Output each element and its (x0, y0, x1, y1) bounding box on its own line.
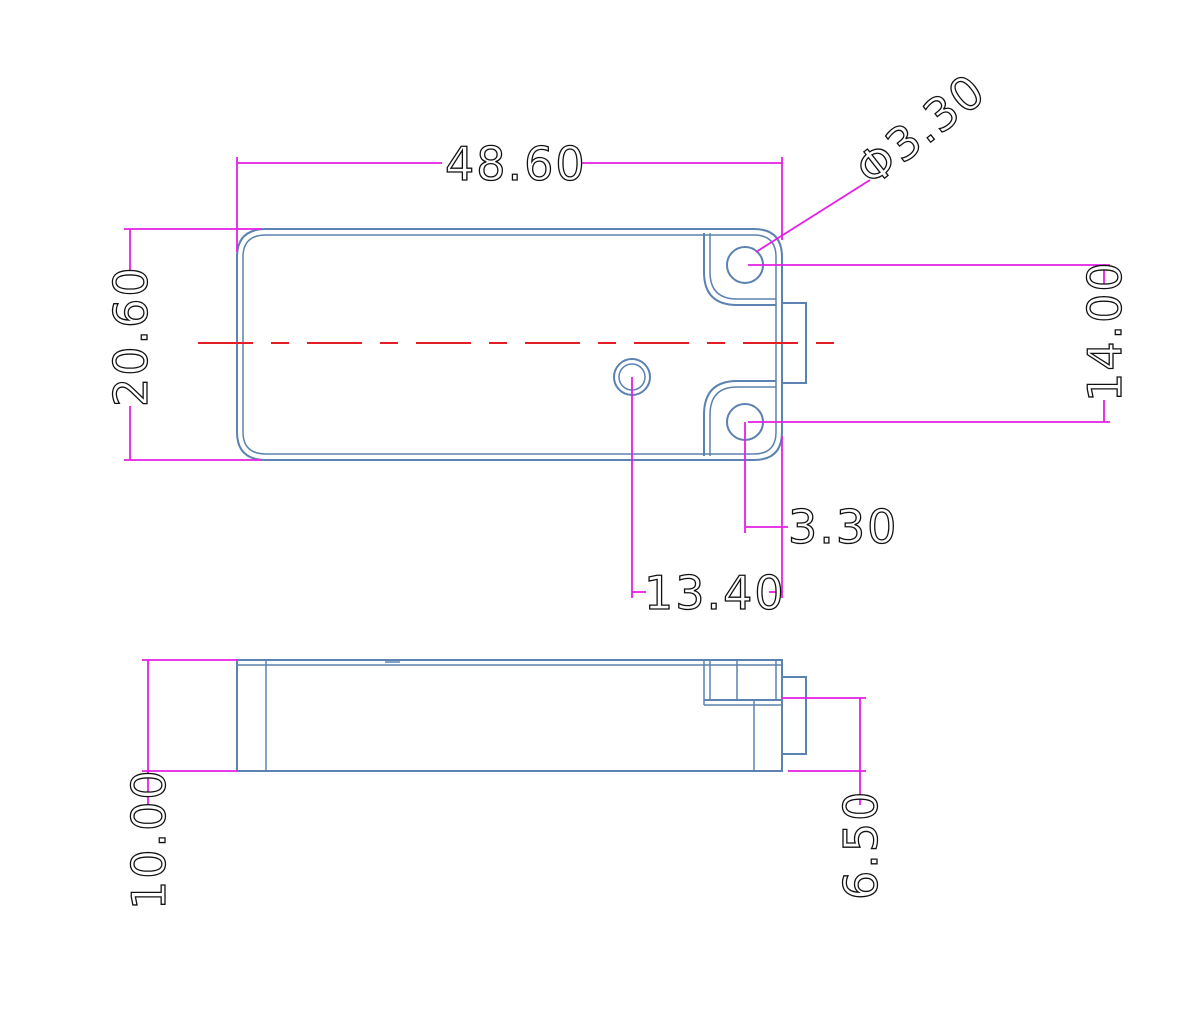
dim-hole-dia-leader (755, 179, 871, 253)
upper-tab-pocket-inner (709, 233, 776, 300)
dim-offset-label: 3.30 (788, 500, 898, 554)
body-outline-outer (236, 228, 783, 461)
dim-center-label: 13.40 (644, 566, 786, 620)
dim-width-label: 20.60 (104, 265, 158, 407)
upper-tab-pocket (703, 233, 776, 306)
dim-spacing-label: 14.00 (1078, 260, 1132, 402)
top-view-dimensions: 48.60 20.60 Φ3.30 14.00 3.30 13.40 (103, 62, 1132, 621)
side-view (236, 659, 807, 772)
dim-length-label: 48.60 (445, 137, 587, 191)
body-outline-inner (242, 234, 777, 455)
dim-boss-label: 6.50 (834, 790, 888, 900)
dim-height-label: 10.00 (122, 768, 176, 910)
top-view (198, 228, 838, 461)
lower-tab-pocket-inner (709, 386, 776, 456)
side-view-dimensions: 10.00 6.50 (121, 659, 889, 911)
side-body-outline (236, 659, 783, 772)
lower-tab-pocket (703, 380, 776, 456)
dim-hole-dia-label: Φ3.30 (846, 63, 996, 197)
side-connector-boss (781, 676, 807, 755)
